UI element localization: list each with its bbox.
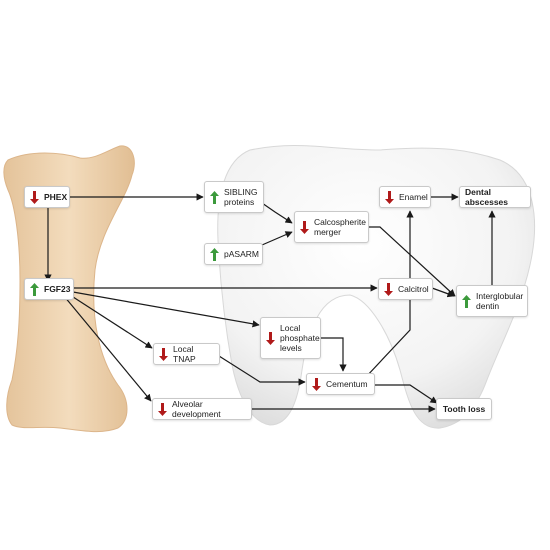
node-local-phosphate-label: Local phosphate levels — [280, 322, 320, 354]
edge-cementum-toothloss — [374, 384, 438, 404]
down-arrow-icon — [385, 190, 394, 204]
edge-calcitrol-interglobular — [431, 287, 455, 298]
down-arrow-shape — [384, 282, 393, 296]
node-tooth-loss-label: Tooth loss — [442, 403, 486, 414]
down-arrow-shape — [385, 190, 394, 204]
node-enamel-label: Enamel — [399, 191, 428, 202]
node-sibling-proteins: SIBLING proteins — [204, 181, 264, 213]
edge-fgf23-alveolar — [63, 295, 152, 402]
down-arrow-shape — [158, 402, 167, 416]
node-cementum-label: Cementum — [326, 378, 368, 389]
node-local-phosphate-levels: Local phosphate levels — [260, 317, 321, 359]
down-arrow-shape — [312, 377, 321, 391]
node-pasarm: pASARM — [204, 243, 263, 265]
down-arrow-icon — [266, 331, 275, 345]
edge-tnap-cementum — [218, 355, 306, 386]
down-arrow-shape — [266, 331, 275, 345]
up-arrow-icon — [210, 190, 219, 204]
up-arrow-shape — [210, 247, 219, 261]
down-arrow-shape — [159, 347, 168, 361]
up-arrow-icon — [462, 294, 471, 308]
up-arrow-shape — [30, 282, 39, 296]
node-enamel: Enamel — [379, 186, 431, 208]
up-arrow-icon — [210, 247, 219, 261]
edge-sibling-calcospherite — [261, 202, 293, 224]
node-calcospherite-merger: Calcospherite merger — [294, 211, 369, 243]
node-phex: PHEX — [24, 186, 70, 208]
node-dental-abscesses: Dental abscesses — [459, 186, 531, 208]
down-arrow-icon — [312, 377, 321, 391]
node-fgf23: FGF23 — [24, 278, 74, 300]
edge-calcospherite-interglobular — [368, 226, 456, 297]
node-pasarm-label: pASARM — [224, 248, 259, 259]
down-arrow-icon — [384, 282, 393, 296]
edge-cementum-enamel — [364, 210, 414, 379]
node-tooth-loss: Tooth loss — [436, 398, 492, 420]
node-calcitrol: Calcitrol — [378, 278, 433, 300]
node-local-tnap-label: Local TNAP — [173, 343, 196, 364]
node-alveolar-development: Alveolar development — [152, 398, 252, 420]
node-local-tnap: Local TNAP — [153, 343, 220, 365]
down-arrow-shape — [300, 220, 309, 234]
node-dental-abscesses-label: Dental abscesses — [465, 186, 509, 207]
node-alveolar-label: Alveolar development — [172, 398, 221, 419]
edge-phosphate-cementum — [320, 337, 347, 372]
down-arrow-shape — [30, 190, 39, 204]
edge-fgf23-tnap — [69, 294, 153, 349]
node-phex-label: PHEX — [44, 191, 68, 202]
node-fgf23-label: FGF23 — [44, 283, 71, 294]
node-calcospherite-label: Calcospherite merger — [314, 216, 366, 237]
node-interglobular-label: Interglobular dentin — [476, 290, 524, 311]
up-arrow-shape — [462, 294, 471, 308]
down-arrow-icon — [30, 190, 39, 204]
down-arrow-icon — [159, 347, 168, 361]
node-sibling-label: SIBLING proteins — [224, 186, 258, 207]
edge-pasarm-calcospherite — [261, 231, 293, 246]
node-cementum: Cementum — [306, 373, 375, 395]
up-arrow-icon — [30, 282, 39, 296]
up-arrow-shape — [210, 190, 219, 204]
down-arrow-icon — [300, 220, 309, 234]
node-interglobular-dentin: Interglobular dentin — [456, 285, 528, 317]
node-calcitrol-label: Calcitrol — [398, 283, 429, 294]
down-arrow-icon — [158, 402, 167, 416]
edge-fgf23-phosphate — [72, 291, 260, 328]
